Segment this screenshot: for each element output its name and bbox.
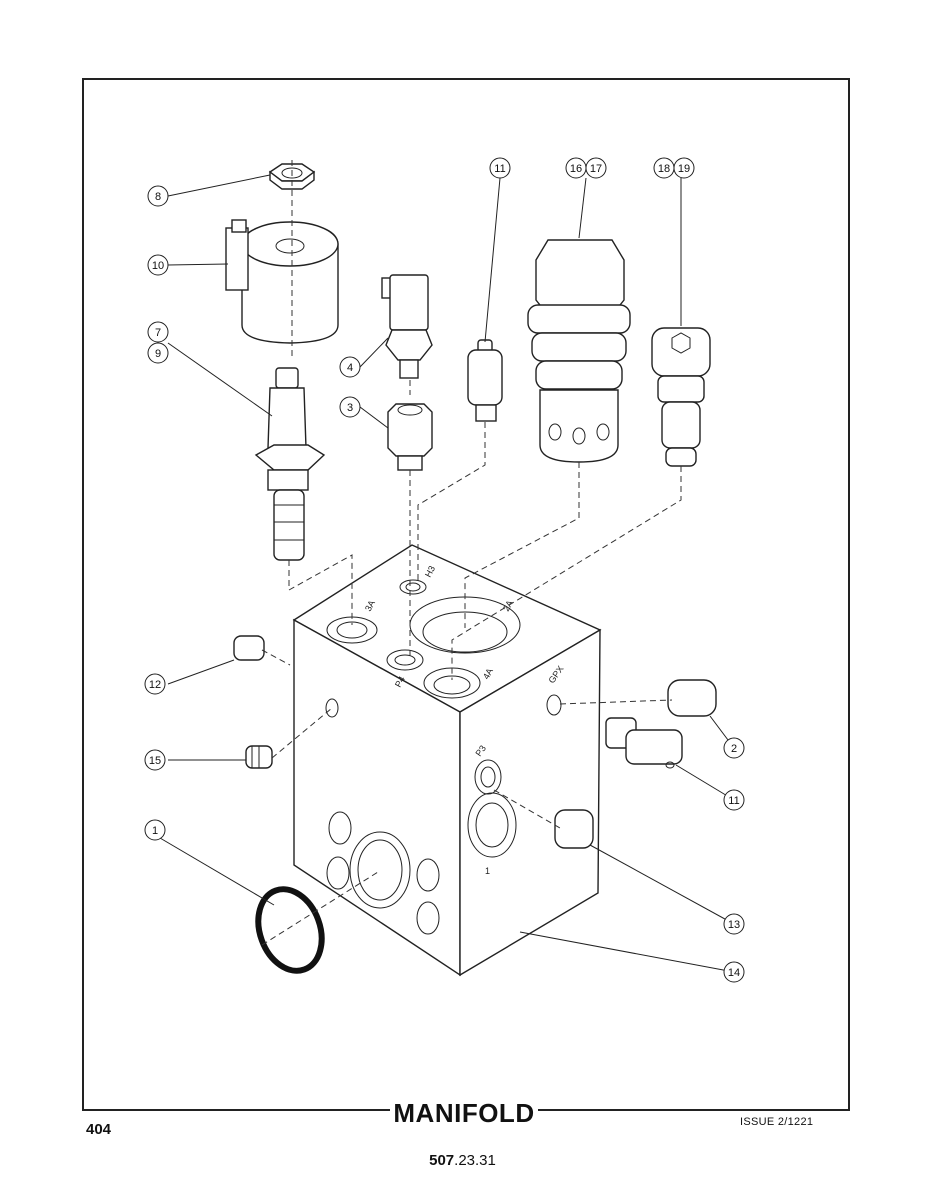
port-label-4a: 4A bbox=[481, 667, 495, 681]
plug-12 bbox=[233, 635, 265, 661]
svg-text:8: 8 bbox=[155, 191, 161, 203]
orifice-screw-part bbox=[651, 327, 711, 467]
svg-text:2: 2 bbox=[731, 743, 737, 755]
callout-8: 8 bbox=[147, 185, 169, 207]
callout-10: 10 bbox=[147, 254, 169, 276]
port-label-3a: 3A bbox=[363, 599, 377, 613]
nut-part bbox=[268, 163, 316, 190]
svg-text:11: 11 bbox=[728, 795, 739, 807]
plug-2 bbox=[667, 679, 717, 717]
side-valve-11 bbox=[605, 717, 683, 769]
svg-text:12: 12 bbox=[149, 679, 161, 691]
callout-12: 12 bbox=[144, 673, 166, 695]
svg-text:13: 13 bbox=[728, 919, 740, 931]
leader-lines bbox=[159, 174, 735, 973]
svg-text:15: 15 bbox=[149, 755, 161, 767]
assembly-paths bbox=[261, 160, 682, 946]
cartridge-valve-part bbox=[254, 367, 326, 561]
callout-13: 13 bbox=[723, 913, 745, 935]
page-number: 404 bbox=[86, 1121, 112, 1138]
callout-1: 1 bbox=[144, 819, 166, 841]
callout-2: 2 bbox=[723, 737, 745, 759]
small-valve-part bbox=[467, 339, 503, 422]
port-label-h3: H3 bbox=[423, 564, 437, 579]
coil-part bbox=[225, 219, 339, 344]
pressure-switch-part bbox=[381, 274, 433, 379]
svg-text:19: 19 bbox=[678, 163, 690, 175]
callout-9: 9 bbox=[147, 342, 169, 364]
adapter-part bbox=[387, 403, 433, 471]
callout-11-side: 11 bbox=[723, 789, 745, 811]
document-number-rest: .23.31 bbox=[454, 1152, 496, 1169]
svg-text:18: 18 bbox=[658, 163, 670, 175]
callout-4: 4 bbox=[339, 356, 361, 378]
port-label-2a: 2A bbox=[501, 599, 515, 613]
issue-label: ISSUE 2/1221 bbox=[740, 1116, 814, 1128]
page-title: MANIFOLD bbox=[390, 1098, 538, 1129]
svg-text:10: 10 bbox=[152, 260, 164, 272]
svg-text:7: 7 bbox=[155, 327, 161, 339]
svg-text:4: 4 bbox=[347, 362, 353, 374]
plug-13 bbox=[554, 809, 594, 849]
svg-text:1: 1 bbox=[152, 825, 158, 837]
callout-3: 3 bbox=[339, 396, 361, 418]
callout-14: 14 bbox=[723, 961, 745, 983]
title-bar: MANIFOLD bbox=[0, 1098, 925, 1130]
callout-18: 18 bbox=[653, 157, 675, 179]
relief-cartridge-part bbox=[527, 239, 631, 463]
callout-15: 15 bbox=[144, 749, 166, 771]
document-number-bold: 507 bbox=[429, 1152, 455, 1169]
callout-7: 7 bbox=[147, 321, 169, 343]
svg-text:9: 9 bbox=[155, 348, 161, 360]
svg-text:14: 14 bbox=[728, 967, 740, 979]
svg-text:16: 16 bbox=[570, 163, 582, 175]
plug-15 bbox=[245, 745, 273, 769]
callout-19: 19 bbox=[673, 157, 695, 179]
document-number: 507.23.31 bbox=[0, 1152, 925, 1169]
o-ring-part bbox=[255, 886, 325, 974]
svg-text:11: 11 bbox=[494, 163, 505, 175]
svg-text:3: 3 bbox=[347, 402, 353, 414]
manifold-block bbox=[292, 544, 602, 977]
port-label-1: 1 bbox=[485, 866, 490, 876]
port-label-p4: P4 bbox=[393, 675, 407, 689]
svg-text:17: 17 bbox=[590, 163, 602, 175]
callout-11-top: 11 bbox=[489, 157, 511, 179]
callout-17: 17 bbox=[585, 157, 607, 179]
callout-16: 16 bbox=[565, 157, 587, 179]
